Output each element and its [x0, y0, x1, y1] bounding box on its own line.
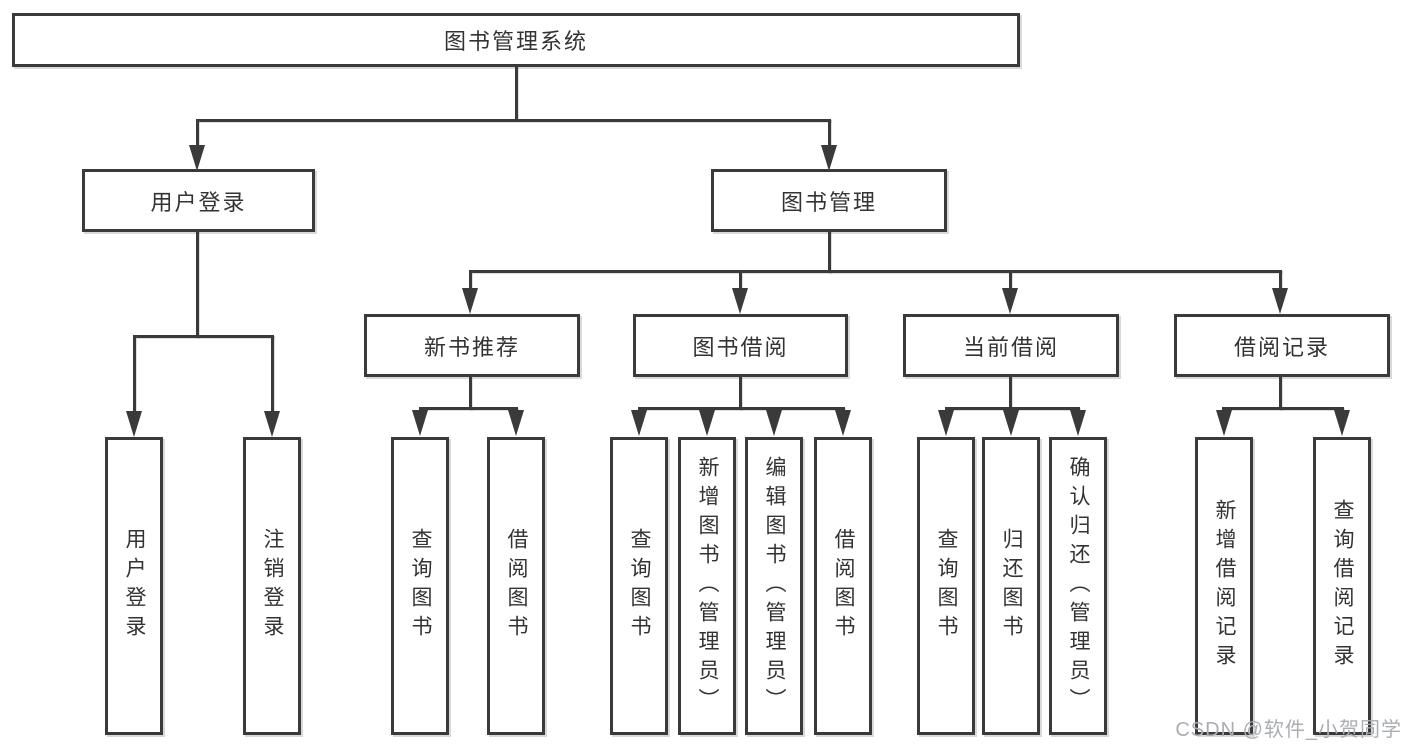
arrow-down-icon [189, 145, 205, 171]
arrow-down-icon [126, 411, 142, 437]
leaf-logout-login: 注销登录 [243, 437, 301, 735]
leaf-add-books-admin: 新增图书（管理员） [678, 437, 736, 735]
leaf-return-books: 归还图书 [982, 437, 1040, 735]
leaf-label: 查询图书 [935, 528, 959, 644]
leaf-confirm-return-admin: 确认归还（管理员） [1049, 437, 1107, 735]
connector-line [1009, 270, 1012, 292]
arrow-down-icon [1216, 410, 1232, 436]
arrow-down-icon [821, 145, 837, 171]
arrow-down-icon [699, 410, 715, 436]
arrow-down-icon [835, 410, 851, 436]
connector-line [469, 375, 472, 410]
node-label: 图书管理系统 [443, 29, 588, 54]
connector-line [196, 119, 831, 122]
connector-line [739, 270, 742, 292]
connector-line [945, 407, 1080, 410]
connector-line [1279, 375, 1282, 410]
leaf-query-books-recommend: 查询图书 [391, 437, 449, 735]
connector-line [739, 375, 742, 410]
node-library-system: 图书管理系统 [12, 13, 1020, 67]
arrow-down-icon [1272, 288, 1288, 314]
leaf-edit-books-admin: 编辑图书（管理员） [745, 437, 803, 735]
connector-line [419, 407, 518, 410]
connector-line [196, 119, 199, 150]
connector-line [1279, 270, 1282, 292]
connector-line [271, 335, 274, 415]
connector-line [828, 119, 831, 150]
node-label: 新书推荐 [423, 334, 520, 360]
connector-line [1009, 375, 1012, 410]
node-borrow-records: 借阅记录 [1174, 314, 1390, 377]
node-current-borrow: 当前借阅 [903, 314, 1119, 377]
node-label: 当前借阅 [962, 334, 1059, 360]
arrow-down-icon [1334, 410, 1350, 436]
connector-line [133, 335, 274, 338]
leaf-query-borrow-record: 查询借阅记录 [1313, 437, 1371, 735]
arrow-down-icon [631, 410, 647, 436]
leaf-query-books-current: 查询图书 [917, 437, 975, 735]
leaf-add-borrow-record: 新增借阅记录 [1195, 437, 1253, 735]
connector-line [469, 270, 1282, 273]
arrow-down-icon [938, 410, 954, 436]
leaf-borrow-books-borrow: 借阅图书 [814, 437, 872, 735]
connector-line [515, 66, 518, 121]
node-label: 借阅记录 [1233, 334, 1330, 360]
leaf-label: 确认归还（管理员） [1067, 455, 1091, 717]
arrow-down-icon [412, 410, 428, 436]
leaf-label: 新增图书（管理员） [696, 455, 720, 717]
arrow-down-icon [766, 410, 782, 436]
leaf-label: 注销登录 [261, 528, 285, 644]
connector-line [638, 407, 845, 410]
node-book-borrow: 图书借阅 [633, 314, 848, 377]
node-label: 图书借阅 [692, 334, 789, 360]
connector-line [1222, 407, 1344, 410]
arrow-down-icon [508, 410, 524, 436]
leaf-label: 查询图书 [628, 528, 652, 644]
node-book-management: 图书管理 [711, 169, 947, 232]
node-user-login: 用户登录 [82, 169, 315, 232]
leaf-label: 借阅图书 [505, 528, 529, 644]
watermark-text: CSDN @软件_小贺同学 [1175, 719, 1402, 741]
arrow-down-icon [732, 288, 748, 314]
leaf-label: 查询图书 [409, 528, 433, 644]
node-label: 用户登录 [150, 189, 247, 215]
leaf-label: 查询借阅记录 [1331, 499, 1355, 673]
leaf-query-books-borrow: 查询图书 [610, 437, 668, 735]
leaf-label: 借阅图书 [832, 528, 856, 644]
arrow-down-icon [462, 288, 478, 314]
arrow-down-icon [1002, 288, 1018, 314]
leaf-label: 归还图书 [1000, 528, 1024, 644]
leaf-borrow-books-recommend: 借阅图书 [487, 437, 545, 735]
node-new-book-recommend: 新书推荐 [364, 314, 580, 377]
connector-line [133, 335, 136, 415]
connector-line [469, 270, 472, 292]
arrow-down-icon [264, 411, 280, 437]
connector-line [196, 231, 199, 338]
node-label: 图书管理 [780, 189, 877, 215]
connector-line [828, 231, 831, 273]
leaf-label: 用户登录 [123, 528, 147, 644]
leaf-label: 新增借阅记录 [1213, 499, 1237, 673]
leaf-user-login: 用户登录 [105, 437, 163, 735]
arrow-down-icon [1070, 410, 1086, 436]
arrow-down-icon [1003, 410, 1019, 436]
leaf-label: 编辑图书（管理员） [763, 455, 787, 717]
